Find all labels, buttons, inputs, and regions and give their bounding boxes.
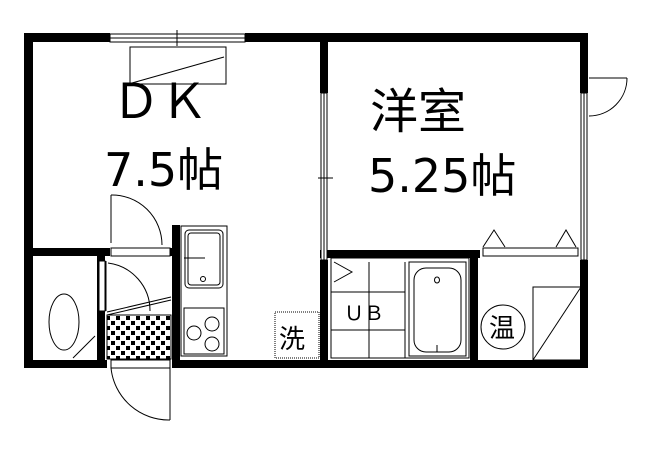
entrance-floor xyxy=(106,296,172,360)
bath-label: ＵＢ xyxy=(344,301,384,325)
unit-bath xyxy=(330,257,470,359)
balcony-door xyxy=(588,77,628,117)
kitchen-hood xyxy=(129,46,227,85)
water-heater-icon xyxy=(480,304,526,350)
stove xyxy=(183,307,225,355)
toilet-door xyxy=(98,260,151,312)
storage xyxy=(532,286,582,361)
washer-label: 洗 xyxy=(279,325,305,355)
top-window xyxy=(109,30,246,46)
dk-door xyxy=(110,194,171,257)
washer-space xyxy=(274,311,320,359)
entrance-door xyxy=(110,359,171,421)
toilet xyxy=(48,293,96,359)
partition-window xyxy=(318,92,333,261)
kitchen-sink xyxy=(180,225,228,357)
dk-room-size: 7.5帖 xyxy=(104,143,223,197)
right-window xyxy=(580,92,588,261)
western-room-size: 5.25帖 xyxy=(368,149,516,203)
closet-shelves xyxy=(482,229,579,257)
water-heater-label: 温 xyxy=(489,314,515,344)
western-room-name: 洋室 xyxy=(370,84,466,140)
dk-room-name: ＤＫ xyxy=(112,74,208,130)
